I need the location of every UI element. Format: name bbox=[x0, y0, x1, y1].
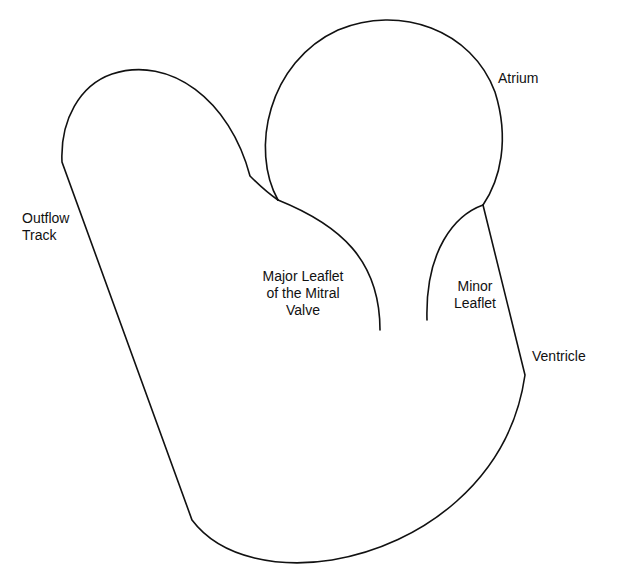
region-label: Outflow Track bbox=[22, 210, 82, 244]
chamber-label: Ventricle bbox=[532, 348, 612, 365]
chamber-label: Atrium bbox=[498, 70, 588, 87]
atrium-outline bbox=[265, 20, 502, 205]
valve-label: Major Leaflet of the Mitral Valve bbox=[258, 268, 348, 319]
valve-label: Minor Leaflet bbox=[446, 278, 504, 312]
outflow-ventricle-outline bbox=[62, 70, 525, 563]
